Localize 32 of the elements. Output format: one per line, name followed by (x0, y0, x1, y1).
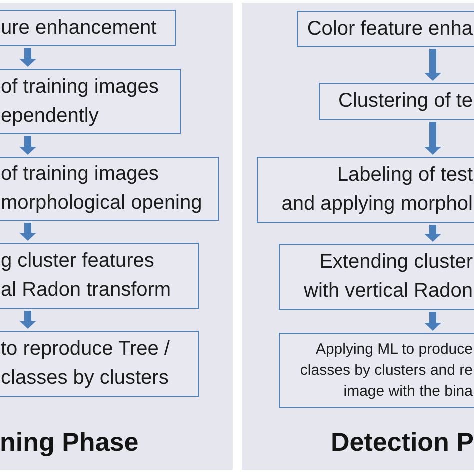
phase-panel (242, 3, 474, 470)
process-box (279, 244, 474, 310)
process-box (0, 331, 199, 397)
arrow (424, 225, 442, 242)
process-box (297, 11, 474, 47)
process-box (0, 69, 181, 134)
step-text: Clustering of te (338, 89, 473, 114)
step-text: Extending cluster with vertical Radon (304, 250, 473, 304)
step-text: of training images ependently (1, 74, 159, 128)
arrow (424, 122, 442, 155)
step-text: ure enhancement (1, 16, 157, 40)
arrow (20, 136, 36, 155)
arrow (20, 223, 36, 241)
step-text: Applying ML to produce classes by clusters and re image with the bina (300, 340, 473, 402)
arrow (424, 49, 442, 81)
phase-title: Detection P (330, 427, 474, 457)
step-text: of training images morphological opening (1, 162, 202, 216)
phase-title: ning Phase (0, 427, 139, 457)
step-text: g cluster features al Radon transform (1, 249, 172, 303)
arrow (20, 48, 36, 67)
process-box (0, 10, 176, 46)
phase-panel (0, 3, 233, 470)
process-box (257, 157, 474, 223)
process-box (279, 333, 474, 408)
step-text: Color feature enha (307, 16, 473, 42)
process-box (0, 157, 219, 221)
arrow (20, 311, 36, 329)
arrow (424, 312, 442, 331)
step-text: to reproduce Tree / classes by clusters (1, 337, 170, 391)
process-box (319, 83, 474, 120)
step-text: Labeling of test and applying morphol (282, 163, 473, 217)
process-box (0, 243, 199, 309)
